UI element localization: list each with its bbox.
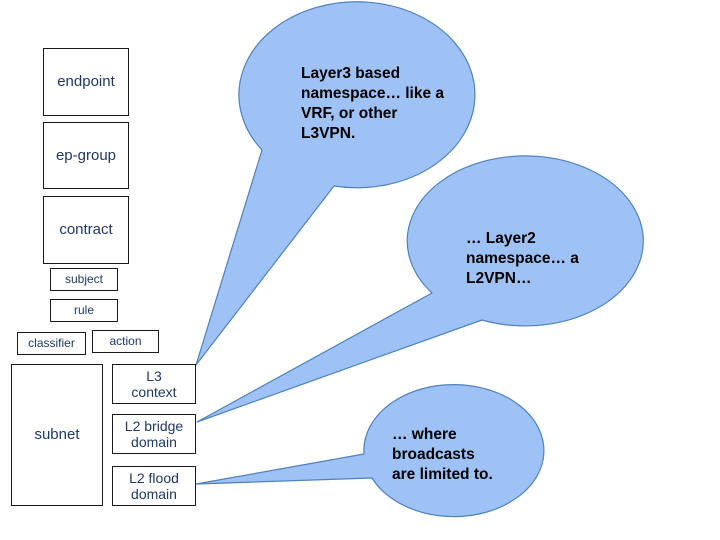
rule-label: rule [73,302,94,317]
l2-bridge-domain-label: L2 bridge domain [124,417,184,450]
ep-group-box: ep-group [43,122,129,189]
l2-flood-domain-label: L2 flood domain [129,469,179,502]
contract-label: contract [59,221,113,239]
l2-callout-bubble [196,155,644,423]
flood-callout-text: … where broadcasts are limited to. [392,426,493,484]
subject-box: subject [50,268,118,291]
l3-context-label: L3 context [131,367,177,400]
endpoint-box: endpoint [43,48,129,116]
l3-context-box: L3 context [112,364,196,404]
subject-label: subject [64,271,104,286]
classifier-label: classifier [28,335,75,350]
action-box: action [92,330,159,353]
rule-box: rule [50,299,118,322]
l2-bridge-domain-box: L2 bridge domain [112,414,196,454]
subnet-label: subnet [34,426,80,444]
classifier-box: classifier [17,332,86,355]
subnet-box: subnet [11,364,103,506]
l3-callout-bubble [195,1,476,366]
l2-flood-domain-box: L2 flood domain [112,466,196,506]
l3-callout-text: Layer3 based namespace… like a VRF, or o… [301,65,445,143]
contract-box: contract [43,196,129,264]
endpoint-label: endpoint [57,73,115,91]
flood-callout-bubble [195,384,545,518]
action-label: action [109,333,142,348]
l2-callout-text: … Layer2 namespace… a L2VPN… [466,230,579,288]
ep-group-label: ep-group [55,146,117,164]
